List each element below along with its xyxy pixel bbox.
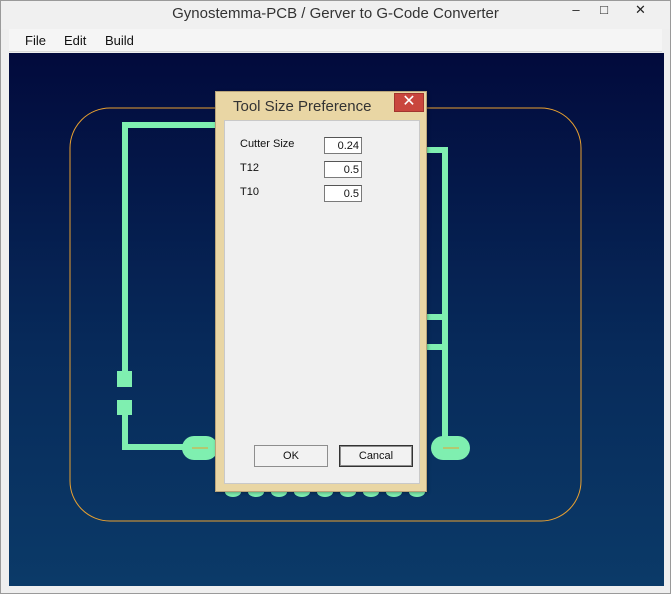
t10-input[interactable] bbox=[324, 185, 362, 202]
trace-right-vertical bbox=[442, 147, 448, 449]
menu-file[interactable]: File bbox=[25, 33, 46, 48]
trace-left-lower bbox=[122, 413, 128, 450]
t10-label: T10 bbox=[240, 186, 259, 198]
t12-label: T12 bbox=[240, 162, 259, 174]
trace-right-branch-a bbox=[427, 314, 447, 320]
dialog-close-icon[interactable]: ✕ bbox=[394, 93, 424, 112]
trace-left-bottom bbox=[122, 444, 192, 450]
window-title: Gynostemma-PCB / Gerver to G-Code Conver… bbox=[172, 5, 499, 22]
maximize-icon[interactable]: □ bbox=[600, 2, 608, 17]
pad-left-upper bbox=[117, 371, 132, 387]
close-icon[interactable]: ✕ bbox=[635, 2, 646, 17]
dialog-body: Cutter Size T12 T10 OK Cancal bbox=[224, 120, 420, 484]
minimize-icon[interactable]: – bbox=[572, 2, 580, 17]
trace-right-top bbox=[427, 147, 447, 153]
tool-size-dialog: Tool Size Preference ✕ Cutter Size T12 T… bbox=[215, 91, 427, 492]
menu-bar: File Edit Build bbox=[9, 29, 662, 52]
cutter-size-label: Cutter Size bbox=[240, 138, 295, 150]
menu-build[interactable]: Build bbox=[105, 33, 134, 48]
ok-button[interactable]: OK bbox=[254, 445, 328, 467]
trace-right-branch-b bbox=[427, 344, 447, 350]
cancel-button[interactable]: Cancal bbox=[339, 445, 413, 467]
trace-left-vertical bbox=[122, 122, 128, 374]
trace-left-top bbox=[122, 122, 225, 128]
menu-edit[interactable]: Edit bbox=[64, 33, 87, 48]
dialog-title: Tool Size Preference bbox=[233, 98, 372, 115]
pad-left-lower bbox=[117, 400, 132, 415]
title-bar[interactable]: Gynostemma-PCB / Gerver to G-Code Conver… bbox=[1, 1, 670, 29]
cutter-size-input[interactable] bbox=[324, 137, 362, 154]
t12-input[interactable] bbox=[324, 161, 362, 178]
